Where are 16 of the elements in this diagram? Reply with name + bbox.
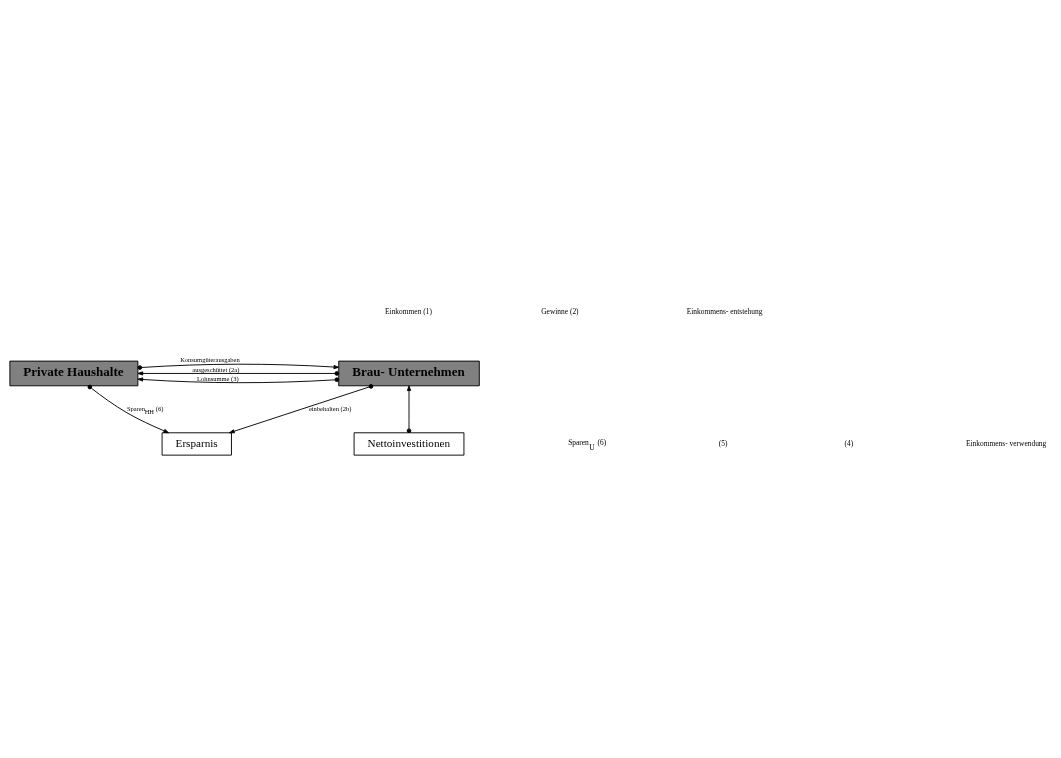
node-box: Private Haushalte [9,360,139,386]
arrow [229,383,374,433]
label: (4) [844,438,854,448]
label: Gewinne (2) [541,306,579,316]
node-box: Brau- Unternehmen [338,360,480,386]
arrow [137,370,340,376]
label: Einkommen (1) [385,306,432,316]
node-box: Nettoinvestitionen [353,431,465,456]
label: Einkommens- entstehung [686,306,763,316]
node-box: Ersparnis [161,431,232,456]
arrow [137,376,340,383]
label: Einkommens- verwendung [965,438,1047,448]
label: (5) [718,438,728,448]
arrow [87,384,169,433]
arrow [406,384,412,433]
arrow [137,363,340,370]
